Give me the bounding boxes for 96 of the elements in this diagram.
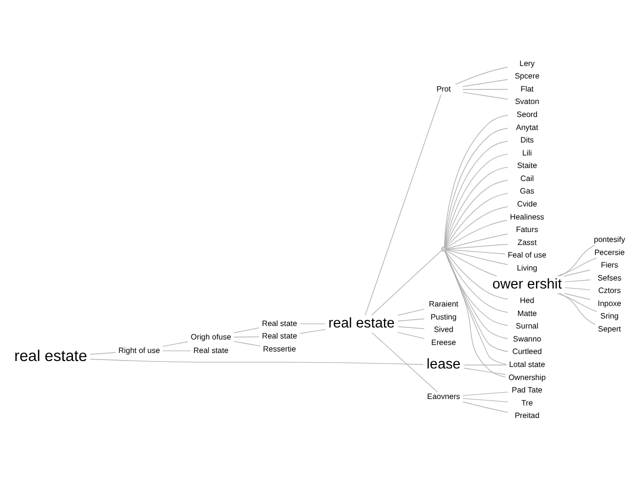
connector: [455, 66, 508, 85]
node-text: Staite: [517, 161, 538, 170]
connector: [564, 287, 590, 290]
connector: [398, 308, 425, 316]
connector: [564, 292, 590, 300]
node-text: Zasst: [518, 238, 537, 247]
node-text: Real state: [262, 332, 298, 341]
node-text: Swanno: [512, 334, 542, 344]
node-text: Eaovners: [427, 392, 460, 401]
connector: [445, 250, 498, 277]
node-text: Faturs: [516, 225, 538, 234]
node-text: Ressertie: [263, 344, 296, 354]
connector: [162, 350, 191, 352]
node-text: real estate: [14, 348, 88, 366]
connector: [564, 279, 590, 282]
node-text: Spcere: [514, 72, 540, 81]
node-text: Lery: [520, 58, 535, 68]
node-text: Cail: [520, 174, 534, 183]
node-text: Real state: [193, 346, 229, 355]
node-text: Prot: [436, 84, 451, 94]
connector: [300, 323, 326, 324]
node-text: Sepert: [598, 324, 621, 334]
connector: [233, 336, 260, 338]
node-text: Curtleed: [512, 347, 542, 356]
connector: [162, 341, 188, 347]
node-text: Gas: [520, 186, 534, 196]
node-text: Pecersie: [594, 248, 625, 257]
connector: [444, 180, 508, 248]
connector: [445, 234, 508, 250]
node-text: Pad Tate: [512, 386, 542, 395]
node-text: Flat: [520, 84, 534, 94]
connector: [233, 327, 260, 334]
node-text: Right of use: [118, 346, 160, 355]
connector: [559, 293, 596, 325]
node-text: Hed: [520, 296, 534, 306]
node-text: Real state: [262, 318, 298, 328]
node-text: Cvide: [517, 199, 538, 208]
node-text: Sefses: [598, 273, 622, 282]
node-text: Ereese: [431, 338, 456, 347]
node-text: Sived: [434, 325, 454, 334]
connector: [462, 79, 508, 87]
node-text: Dits: [520, 136, 534, 145]
connector: [233, 340, 261, 346]
node-text: Raraient: [428, 300, 458, 309]
node-text: Lili: [522, 148, 532, 158]
node-text: Origh ofuse: [190, 332, 232, 342]
node-text: Svaton: [514, 97, 540, 106]
node-text: Fiers: [600, 260, 618, 270]
connector: [556, 257, 597, 277]
connector: [398, 318, 425, 322]
connector: [464, 364, 507, 366]
connector: [445, 250, 508, 300]
connector: [445, 206, 508, 248]
node-text: Seord: [516, 110, 538, 119]
node-text: Sring: [600, 312, 619, 321]
node-text: Tre: [521, 398, 533, 408]
connector: [364, 94, 442, 316]
node-text: real estate: [328, 315, 395, 332]
node-text: pontesify: [594, 234, 626, 244]
connector: [564, 270, 590, 277]
node-text: Preitad: [514, 411, 540, 420]
node-text: Inpoxe: [598, 298, 622, 308]
node-text: Anytat: [516, 122, 538, 132]
connector: [444, 250, 508, 313]
connector: [445, 249, 508, 265]
connector: [398, 326, 425, 330]
connector: [300, 329, 326, 334]
node-text: Lotal state: [509, 360, 546, 370]
connector: [559, 244, 596, 277]
connector: [90, 358, 424, 365]
connector: [445, 220, 508, 249]
node-text: Matte: [517, 308, 537, 318]
connector: [462, 89, 508, 90]
node-text: Pusting: [430, 312, 457, 322]
connector: [444, 192, 508, 248]
connector: [462, 392, 508, 396]
node-text: Living: [516, 263, 538, 272]
node-text: lease: [426, 356, 461, 373]
connector: [371, 250, 442, 316]
node-text: Healiness: [510, 212, 544, 222]
connector: [464, 368, 506, 375]
node-text: Cztors: [598, 286, 621, 296]
connector: [398, 332, 425, 339]
connector: [445, 244, 508, 250]
connector: [445, 249, 506, 254]
node-circle: [441, 246, 446, 252]
connector: [371, 332, 438, 392]
node-text: ower ershit: [492, 276, 562, 292]
connector: [462, 398, 508, 402]
connector: [462, 92, 508, 100]
node-text: Feal of use: [508, 250, 546, 260]
node-text: Surnal: [516, 322, 538, 331]
node-text: Ownership: [508, 372, 546, 382]
connector: [462, 402, 508, 413]
connector: [556, 292, 597, 312]
connector: [90, 352, 116, 355]
